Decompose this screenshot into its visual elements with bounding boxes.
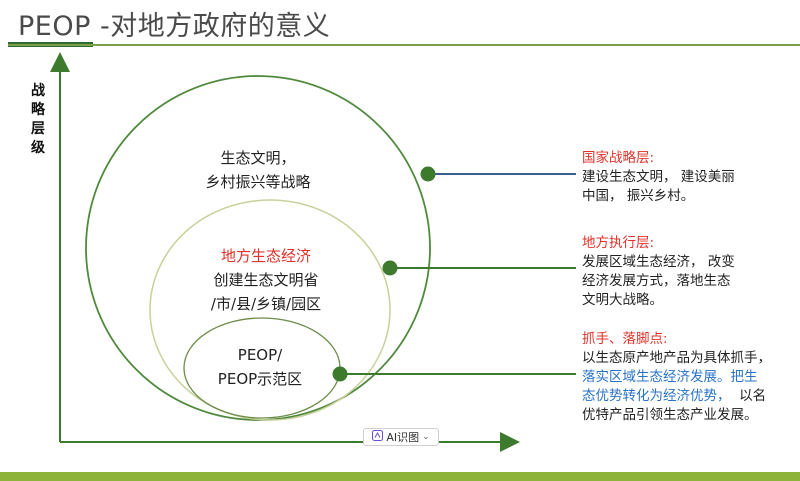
note-grip-heading: 抓手、落脚点: <box>582 331 668 347</box>
note-grip-line-highlight: 落实区域生态经济发展。把生 <box>582 369 758 385</box>
ai-recognize-label: AI识图 <box>386 431 420 444</box>
outer-circle-line: 生态文明， <box>220 149 296 167</box>
note-local-line: 发展区域生态经济， 改变 <box>582 254 735 270</box>
note-grip-highlight-span: 态优势转化为经济优势， <box>582 388 731 404</box>
middle-circle-text: 地方生态经济 创建生态文明省 /市/县/乡镇/园区 <box>186 244 346 316</box>
note-national-heading: 国家战略层: <box>582 150 655 166</box>
ai-recognize-button[interactable]: AI识图 ⌄ <box>363 428 439 446</box>
note-grip-line-mixed: 态优势转化为经济优势， 以名 <box>582 387 771 406</box>
ai-recognize-icon <box>372 430 384 444</box>
inner-circle-line: PEOP/ <box>237 346 283 364</box>
chevron-down-icon: ⌄ <box>422 432 430 442</box>
middle-circle-line: 创建生态文明省 <box>213 271 319 289</box>
dot-local <box>382 260 398 276</box>
note-grip-line: 以生态原产地产品为具体抓手， <box>582 350 771 366</box>
y-axis-label-char: 层 <box>31 121 45 137</box>
title-underline <box>8 44 800 46</box>
note-local-heading: 地方执行层: <box>582 235 655 251</box>
note-national-line: 中国， 振兴乡村。 <box>582 188 695 204</box>
note-local-line: 文明大战略。 <box>582 292 663 308</box>
y-axis-label-char: 战 <box>31 83 45 99</box>
inner-circle-line: PEOP示范区 <box>217 370 303 388</box>
outer-circle-line: 乡村振兴等战略 <box>205 173 311 191</box>
dot-national <box>420 166 436 182</box>
note-national: 国家战略层: 建设生态文明， 建设美丽 中国， 振兴乡村。 <box>582 149 735 206</box>
note-grip-line: 优特产品引领生态产业发展。 <box>582 407 758 423</box>
page-title: PEOP -对地方政府的意义 <box>18 11 331 42</box>
outer-circle-text: 生态文明， 乡村振兴等战略 <box>178 146 338 194</box>
note-local-line: 经济发展方式，落地生态 <box>582 273 731 289</box>
y-axis-label: 战 略 层 级 <box>30 82 46 158</box>
middle-circle <box>149 199 391 421</box>
note-grip-normal-span: 以名 <box>730 388 767 404</box>
note-grip: 抓手、落脚点: 以生态原产地产品为具体抓手， 落实区域生态经济发展。把生 态优势… <box>582 330 771 425</box>
note-national-line: 建设生态文明， 建设美丽 <box>582 169 735 185</box>
y-axis-label-char: 略 <box>31 102 45 118</box>
inner-circle-text: PEOP/ PEOP示范区 <box>190 343 330 391</box>
dot-grip <box>332 366 348 382</box>
middle-circle-line: /市/县/乡镇/园区 <box>210 295 322 313</box>
y-axis-label-char: 级 <box>31 140 45 156</box>
footer-bar <box>0 472 800 481</box>
note-local: 地方执行层: 发展区域生态经济， 改变 经济发展方式，落地生态 文明大战略。 <box>582 234 735 310</box>
middle-circle-heading: 地方生态经济 <box>220 247 311 265</box>
